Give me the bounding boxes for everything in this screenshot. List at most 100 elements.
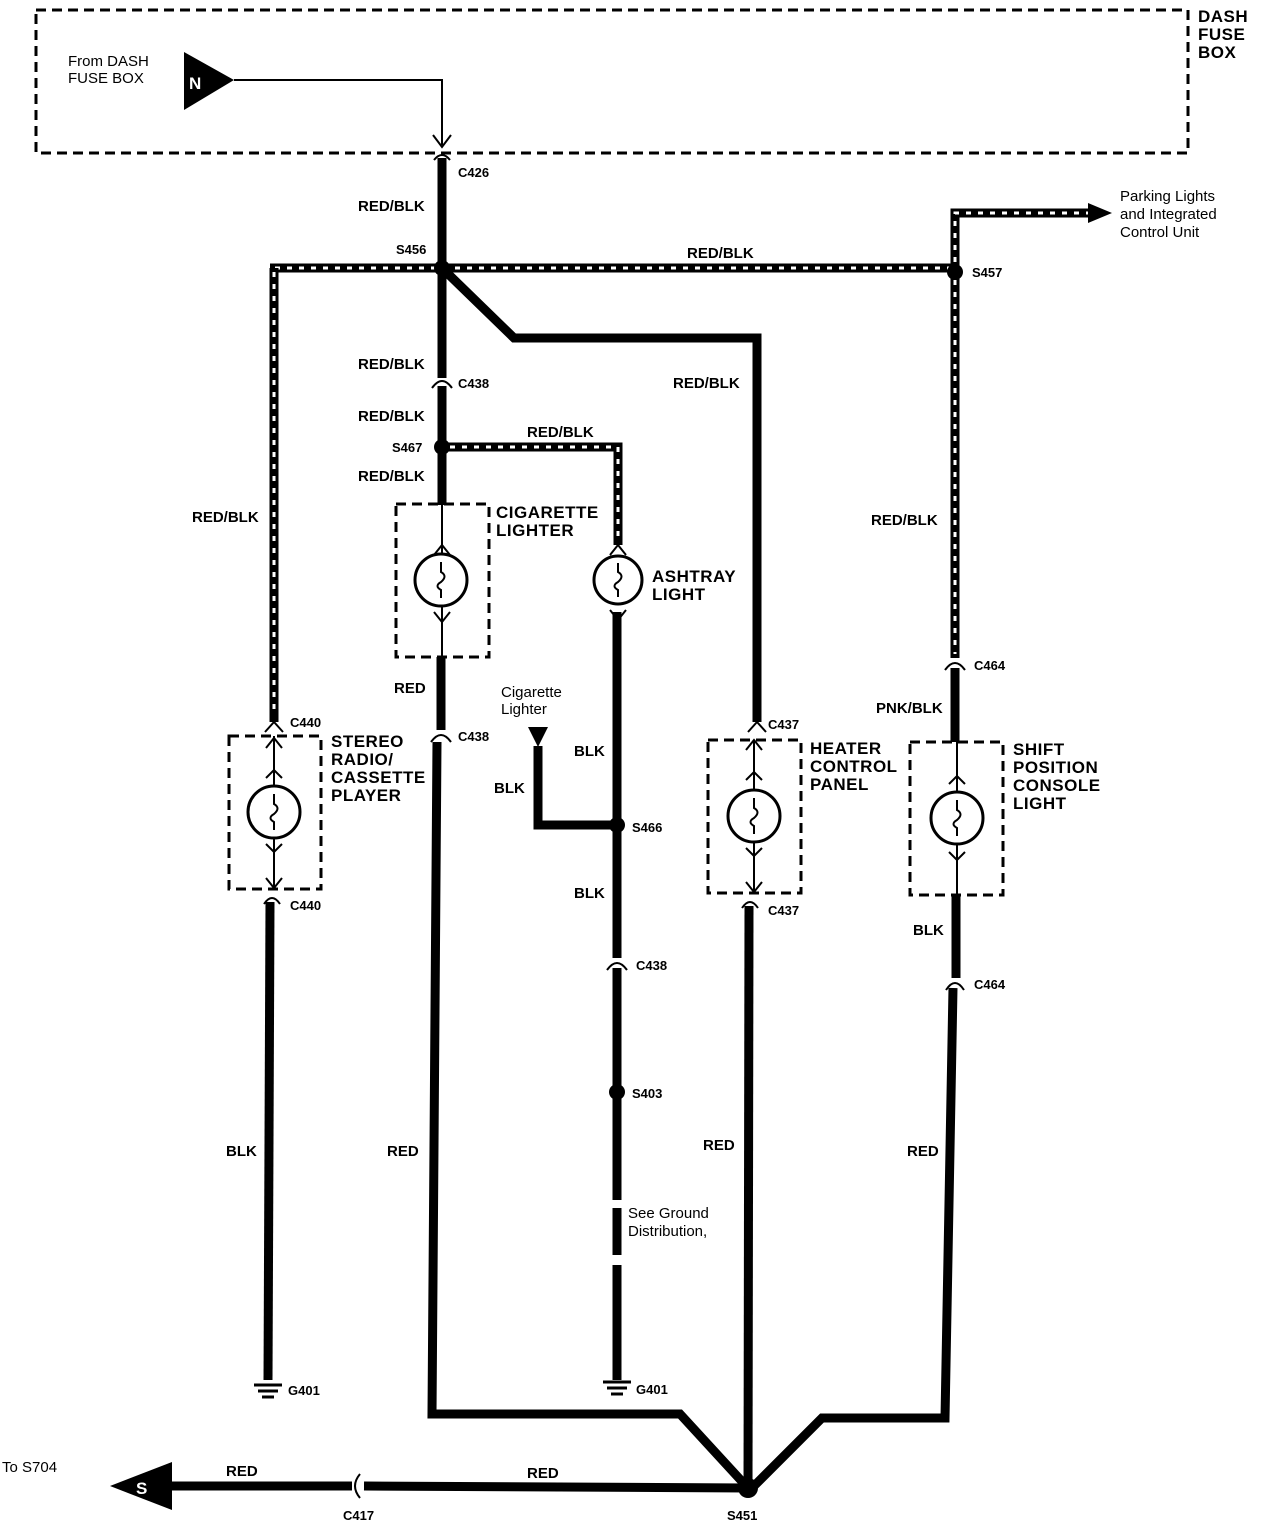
to-s704-label: To S704 xyxy=(2,1459,57,1476)
arrow-icon xyxy=(265,843,283,854)
arrow-icon xyxy=(745,770,763,781)
wire-color-label: PNK/BLK xyxy=(876,700,943,717)
wire-s456-heater xyxy=(438,264,762,722)
wire-color-label: RED xyxy=(387,1143,419,1160)
arrow-icon xyxy=(433,611,451,624)
connector-c438-mid xyxy=(430,734,452,743)
splice-s403 xyxy=(609,1084,625,1100)
arrow-icon xyxy=(1088,203,1112,223)
connector-c417 xyxy=(354,1473,361,1499)
shift-label-1: SHIFT xyxy=(1013,740,1065,759)
connector-label-c426: C426 xyxy=(458,165,489,180)
bulb-filament xyxy=(952,800,962,836)
wire-color-label: RED xyxy=(226,1463,258,1480)
wire-color-label: RED/BLK xyxy=(192,509,259,526)
arrow-icon xyxy=(745,847,763,858)
bulb-filament xyxy=(749,798,759,834)
wire-color-label: RED/BLK xyxy=(527,424,594,441)
svg-text:N: N xyxy=(189,74,202,93)
parking-lights-note-2: and Integrated xyxy=(1120,206,1217,223)
shift-label-2: POSITION xyxy=(1013,758,1098,777)
wire-color-label: RED/BLK xyxy=(673,375,740,392)
heater-label-2: CONTROL xyxy=(810,757,898,776)
shift-label-4: LIGHT xyxy=(1013,794,1067,813)
arrow-icon xyxy=(265,736,283,749)
wire-color-label: RED xyxy=(394,680,426,697)
parking-lights-note-1: Parking Lights xyxy=(1120,188,1215,205)
wire-color-label: RED/BLK xyxy=(358,468,425,485)
stereo-label-3: CASSETTE xyxy=(331,768,426,787)
fuse-flag-icon: N xyxy=(184,52,234,110)
ashtray-light-label-2: LIGHT xyxy=(652,585,706,604)
connector-c438-top xyxy=(431,380,453,389)
s-arrow-icon: S xyxy=(110,1462,172,1510)
connector-label-c440-bot: C440 xyxy=(290,898,321,913)
connector-label-c438-top: C438 xyxy=(458,376,489,391)
bulb-icon xyxy=(929,790,985,846)
heater-label-3: PANEL xyxy=(810,775,869,794)
wire-color-label: RED/BLK xyxy=(687,245,754,262)
wire-heater-s451 xyxy=(743,905,754,1489)
connector-label-c464-top: C464 xyxy=(974,658,1006,673)
wire-lighter-ground xyxy=(533,746,617,830)
stereo-label-2: RADIO/ xyxy=(331,750,394,769)
wire-stereo-g401 xyxy=(263,901,275,1381)
splice-label-s403: S403 xyxy=(632,1086,662,1101)
from-dash-label-1: From DASH xyxy=(68,53,149,70)
stereo-label-4: PLAYER xyxy=(331,786,401,805)
ashtray-light-label-1: ASHTRAY xyxy=(652,567,736,586)
arrow-icon xyxy=(432,134,452,149)
splice-label-s456: S456 xyxy=(396,242,426,257)
dash-fuse-box-label-3: BOX xyxy=(1198,43,1237,62)
arrow-icon xyxy=(433,543,451,556)
connector-c426 xyxy=(433,154,451,161)
wire-color-label: RED xyxy=(527,1465,559,1482)
connector-label-c417: C417 xyxy=(343,1508,374,1522)
connector-c437-bot xyxy=(741,901,759,909)
wire-hatch xyxy=(953,211,1088,262)
connector-c464-top xyxy=(944,662,966,671)
connector-label-c437-top: C437 xyxy=(768,717,799,732)
bulb-icon xyxy=(726,788,782,844)
wire-color-label: RED xyxy=(703,1137,735,1154)
wire-color-label: RED/BLK xyxy=(358,356,425,373)
dash-fuse-box-label-2: FUSE xyxy=(1198,25,1245,44)
ground-icon xyxy=(603,1380,631,1396)
bulb-filament xyxy=(269,794,279,830)
wire-color-label: BLK xyxy=(226,1143,257,1160)
connector-label-c438-low: C438 xyxy=(636,958,667,973)
connector-c438-low xyxy=(606,962,628,971)
cigarette-lighter-label-2: LIGHTER xyxy=(496,521,574,540)
wire-color-label: RED xyxy=(907,1143,939,1160)
wire-color-label: BLK xyxy=(494,780,525,797)
ground-icon xyxy=(254,1383,282,1399)
wire-color-label: BLK xyxy=(913,922,944,939)
cig-lighter-ref-2: Lighter xyxy=(501,701,547,718)
bulb-filament xyxy=(436,562,446,598)
wire-s457-parking xyxy=(950,208,1090,268)
connector-label-c440-top: C440 xyxy=(290,715,321,730)
arrow-icon xyxy=(948,774,966,785)
from-dash-label-2: FUSE BOX xyxy=(68,70,144,87)
bulb-icon xyxy=(413,552,469,608)
shift-label-3: CONSOLE xyxy=(1013,776,1101,795)
ground-label-g401-mid: G401 xyxy=(636,1382,668,1397)
splice-label-s466: S466 xyxy=(632,820,662,835)
arrow-icon xyxy=(745,881,763,894)
wire-color-label: RED/BLK xyxy=(358,408,425,425)
arrow-icon xyxy=(745,738,763,751)
fuse-feed-wire xyxy=(234,79,443,145)
arrow-icon xyxy=(528,727,548,747)
splice-label-s457: S457 xyxy=(972,265,1002,280)
splice-label-s451: S451 xyxy=(727,1508,757,1522)
wire-color-label: RED/BLK xyxy=(871,512,938,529)
wire-c438-s451 xyxy=(427,741,752,1492)
wire-s451-c417 xyxy=(363,1481,749,1493)
arrow-icon xyxy=(948,851,966,862)
connector-c440-bot xyxy=(263,897,281,905)
splice-s466 xyxy=(609,817,625,833)
ground-label-g401-left: G401 xyxy=(288,1383,320,1398)
parking-lights-note-3: Control Unit xyxy=(1120,224,1200,241)
stereo-label-1: STEREO xyxy=(331,732,404,751)
wire-color-label: RED/BLK xyxy=(358,198,425,215)
